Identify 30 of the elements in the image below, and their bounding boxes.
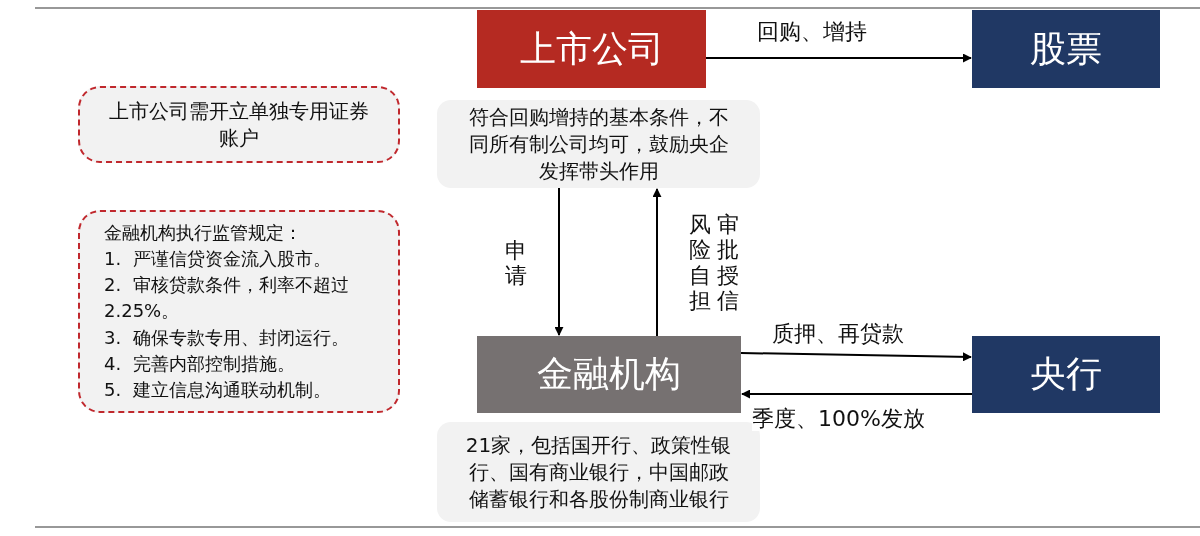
institution-box <box>477 336 741 413</box>
box-text: 3. 确保专款专用、封闭运行。 <box>104 325 349 350</box>
edge-label: 季度、100%发放 <box>752 407 925 432</box>
box-text: 21家，包括国开行、政策性银行、国有商业银行，中国邮政储蓄银行和各股份制商业银行 <box>464 431 733 513</box>
target-box <box>972 10 1160 88</box>
note-box <box>437 100 760 188</box>
edge-label: 申请 <box>504 238 528 289</box>
box-text: 4. 完善内部控制措施。 <box>104 351 295 376</box>
box-text: 金融机构 <box>537 352 681 397</box>
box-text: 符合回购增持的基本条件，不同所有制公司均可，鼓励央企发挥带头作用 <box>467 103 730 185</box>
target-box <box>972 336 1160 413</box>
arrow <box>741 389 973 399</box>
arrow <box>705 53 972 63</box>
edge-label: 质押、再贷款 <box>772 322 904 347</box>
box-text: 股票 <box>1030 26 1102 71</box>
arrow <box>740 352 972 362</box>
box-text: 上市公司 <box>519 26 664 71</box>
box-text: 央行 <box>1030 352 1102 397</box>
edge-label: 回购、增持 <box>757 20 867 45</box>
arrow <box>554 187 564 336</box>
box-text: 5. 建立信息沟通联动机制。 <box>104 377 331 402</box>
box-text: 金融机构执行监管规定： <box>104 221 302 246</box>
box-text: 上市公司需开立单独专用证券账户 <box>108 97 370 152</box>
company-box <box>477 10 706 88</box>
rule-box <box>78 86 400 163</box>
box-text: 2. 审核贷款条件，利率不超过2.25%。 <box>104 273 350 324</box>
side-note: 风险自担 <box>688 212 712 314</box>
edge-label: 审批授信 <box>716 212 740 314</box>
box-text: 1. 严谨信贷资金流入股市。 <box>104 247 331 272</box>
arrow <box>652 188 662 337</box>
